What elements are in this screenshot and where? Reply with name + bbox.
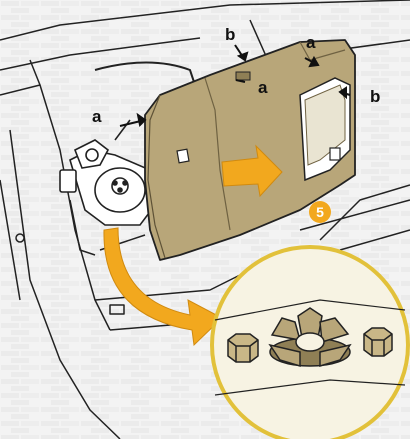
- curved-arrow-icon: [103, 227, 223, 347]
- label-a-mid: a: [258, 78, 268, 97]
- clip-arrows: [119, 44, 351, 128]
- detail-inset: [210, 245, 410, 439]
- label-b-right: b: [370, 87, 380, 106]
- trim-panel: [144, 39, 356, 261]
- label-b-top: b: [225, 25, 235, 44]
- label-a-top: a: [306, 33, 316, 52]
- step-number: 5: [316, 204, 324, 220]
- step-badge-icon: 5: [309, 201, 331, 223]
- label-a-left: a: [92, 107, 102, 126]
- arrow-right-icon: [221, 144, 283, 198]
- wiring-cable: [94, 61, 201, 101]
